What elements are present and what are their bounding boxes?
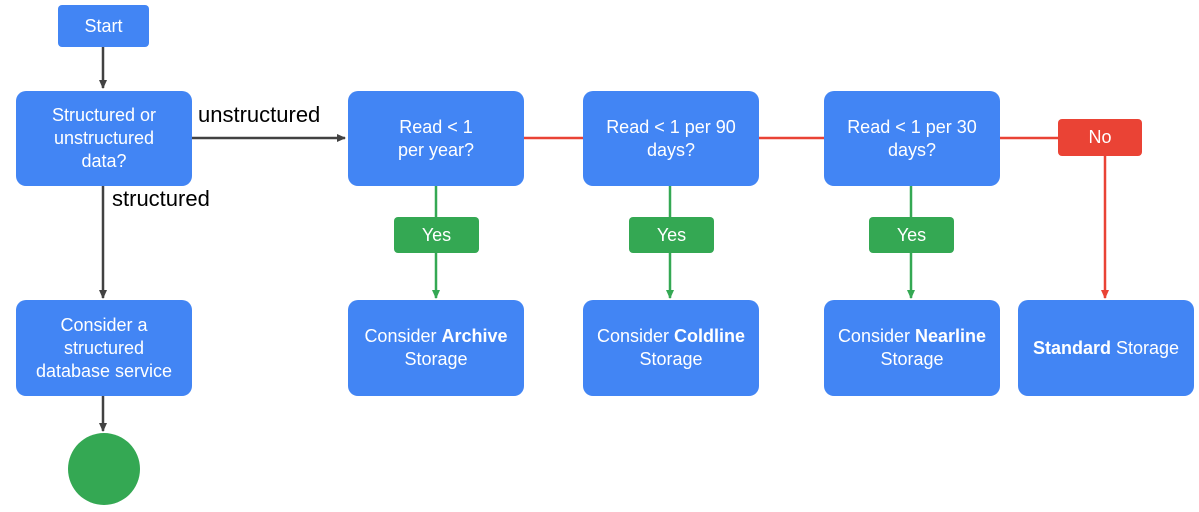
nearline-storage-node: Consider Nearline Storage	[824, 300, 1000, 396]
coldline-consider-word: Consider	[596, 326, 670, 346]
yes-badge-nearline: Yes	[869, 217, 954, 253]
yes-badge-coldline: Yes	[629, 217, 714, 253]
archive-consider-word: Consider	[364, 326, 437, 346]
standard-storage-label: Standard Storage	[1033, 337, 1179, 360]
archive-storage-word: Storage	[404, 349, 468, 369]
coldline-storage-node: Consider Coldline Storage	[583, 300, 759, 396]
nearline-storage-word: Storage	[880, 349, 944, 369]
nearline-consider-word: Consider	[837, 326, 910, 346]
structured-edge-label: structured	[112, 186, 210, 211]
archive-class-name: Archive	[441, 326, 508, 346]
database-service-node: Consider a structured database service	[16, 300, 192, 396]
coldline-question-label: Read < 1 per 90 days?	[606, 116, 736, 160]
standard-storage-word: Storage	[1115, 337, 1180, 358]
start-node: Start	[58, 5, 149, 47]
nearline-class-name: Nearline	[915, 326, 987, 346]
archive-question-label: Read < 1 per year?	[397, 116, 475, 160]
database-service-label: Consider a structured database service	[35, 314, 173, 381]
end-node	[68, 433, 140, 505]
archive-question-node: Read < 1 per year?	[348, 91, 524, 186]
nearline-storage-label: Consider Nearline Storage	[838, 325, 986, 371]
coldline-question-node: Read < 1 per 90 days?	[583, 91, 759, 186]
standard-class-name: Standard	[1032, 337, 1111, 358]
unstructured-edge-label: unstructured	[198, 102, 321, 127]
start-label: Start	[84, 15, 123, 36]
nearline-question-node: Read < 1 per 30 days?	[824, 91, 1000, 186]
standard-storage-node: Standard Storage	[1018, 300, 1194, 396]
coldline-class-name: Coldline	[674, 326, 746, 346]
data-type-question-node: Structured or unstructured data?	[16, 91, 192, 186]
data-type-question-label: Structured or unstructured data?	[51, 105, 157, 171]
archive-storage-label: Consider Archive Storage	[364, 325, 507, 371]
coldline-storage-word: Storage	[639, 349, 703, 369]
archive-storage-node: Consider Archive Storage	[348, 300, 524, 396]
coldline-storage-label: Consider Coldline Storage	[597, 325, 745, 371]
nearline-question-label: Read < 1 per 30 days?	[847, 116, 977, 160]
yes-badge-archive: Yes	[394, 217, 479, 253]
no-badge: No	[1058, 119, 1142, 156]
